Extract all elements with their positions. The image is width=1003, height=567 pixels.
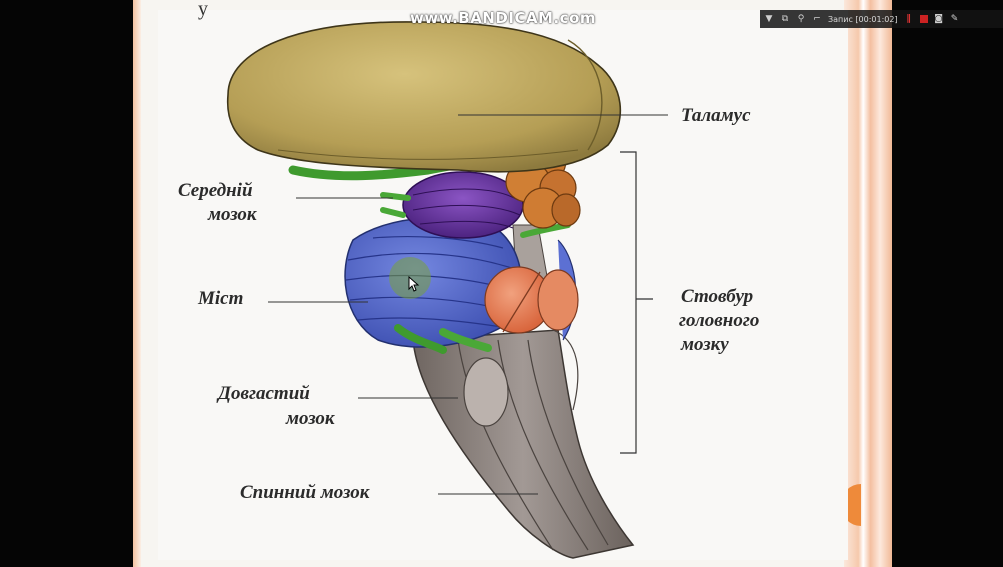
search-icon[interactable]: ⚲ — [796, 14, 806, 24]
label-midbrain-line2: мозок — [208, 204, 257, 226]
label-midbrain-line1: Середній — [178, 180, 253, 202]
pause-icon[interactable]: ∥ — [904, 14, 914, 24]
dropdown-triangle-icon[interactable]: ▼ — [764, 14, 774, 24]
brain-figure: y — [158, 10, 848, 560]
label-medulla-line1: Довгастий — [218, 383, 310, 405]
letterbox-right — [892, 0, 1003, 567]
camera-icon[interactable]: ◙ — [934, 14, 944, 24]
label-brainstem-line3: мозку — [681, 334, 729, 356]
recorder-toolbar: ▼ ⧉ ⚲ ⌐ Запис [00:01:02] ∥ ◙ ✎ — [760, 10, 1003, 28]
letterbox-left — [0, 0, 133, 567]
slide-border-right — [844, 0, 892, 567]
pencil-icon[interactable]: ✎ — [950, 14, 960, 24]
leader-lines — [158, 10, 848, 560]
recording-status: Запис [00:01:02] — [828, 15, 898, 24]
crop-icon[interactable]: ⌐ — [812, 14, 822, 24]
label-medulla-line2: мозок — [286, 408, 335, 430]
slide-border-left — [133, 0, 141, 567]
label-brainstem-line2: головного — [679, 310, 759, 332]
mouse-pointer-icon — [408, 276, 420, 292]
window-mode-icon[interactable]: ⧉ — [780, 14, 790, 24]
presentation-slide: y — [133, 0, 892, 567]
bandicam-watermark: www.BANDICAM.com — [410, 9, 596, 27]
label-pons: Міст — [198, 288, 243, 310]
label-thalamus: Таламус — [681, 105, 751, 127]
label-spinal-cord: Спинний мозок — [240, 482, 369, 504]
label-brainstem-line1: Стовбур — [681, 286, 753, 308]
stop-icon[interactable] — [920, 15, 928, 23]
